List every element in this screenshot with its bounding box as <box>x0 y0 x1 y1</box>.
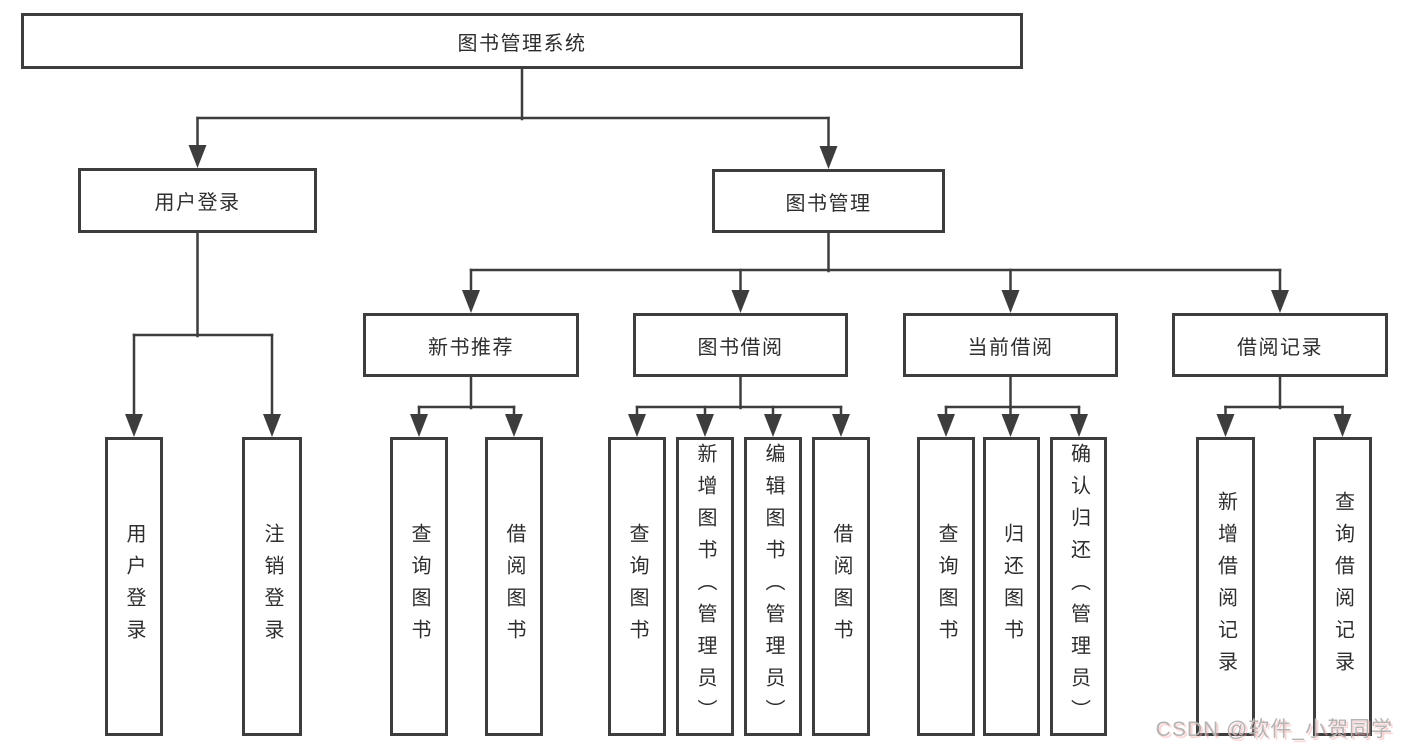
node-label: 用户登录 <box>154 192 241 214</box>
leaf-borrow-book-borrowing: 借阅图书 <box>812 437 870 736</box>
connector-group-borrowing-records <box>1216 375 1352 437</box>
leaf-query-book-current: 查询图书 <box>917 437 975 736</box>
leaf-label: 查询图书 <box>408 522 430 651</box>
leaf-label: 查询图书 <box>935 522 957 651</box>
connector-group-user-login <box>125 231 281 437</box>
leaf-label: 新增图书（管理员） <box>694 442 716 731</box>
node-book-management: 图书管理 <box>712 169 945 233</box>
connector-group-root <box>188 67 838 169</box>
node-label: 图书管理系统 <box>457 32 587 55</box>
leaf-label: 用户登录 <box>123 522 145 651</box>
leaf-label: 查询图书 <box>626 522 648 651</box>
leaf-query-borrow-record: 查询借阅记录 <box>1313 437 1372 736</box>
leaf-label: 注销登录 <box>261 522 283 651</box>
leaf-label: 借阅图书 <box>503 522 525 651</box>
leaf-label: 查询借阅记录 <box>1331 490 1354 683</box>
node-new-book-recommend: 新书推荐 <box>363 313 579 377</box>
leaf-add-book-admin: 新增图书（管理员） <box>676 437 734 736</box>
csdn-watermark: CSDN @软件_小贺同学 <box>1155 718 1393 741</box>
node-book-borrowing: 图书借阅 <box>633 313 848 377</box>
leaf-label: 借阅图书 <box>830 522 852 651</box>
node-label: 当前借阅 <box>967 336 1054 359</box>
leaf-label: 新增借阅记录 <box>1214 490 1237 683</box>
connector-group-current-borrowing <box>937 375 1088 437</box>
leaf-label: 归还图书 <box>1000 522 1023 651</box>
leaf-user-login: 用户登录 <box>105 437 163 736</box>
connector-group-new-book-recommend <box>410 375 523 437</box>
node-library-management-system: 图书管理系统 <box>21 13 1023 69</box>
node-current-borrowing: 当前借阅 <box>903 313 1118 377</box>
leaf-query-book-borrowing: 查询图书 <box>608 437 666 736</box>
node-label: 新书推荐 <box>428 336 514 359</box>
connector-group-book-management <box>462 231 1289 313</box>
node-borrowing-records: 借阅记录 <box>1172 313 1388 377</box>
leaf-label: 编辑图书（管理员） <box>762 442 784 731</box>
node-label: 图书管理 <box>785 192 872 215</box>
leaf-label: 确认归还（管理员） <box>1067 442 1090 731</box>
leaf-add-borrow-record: 新增借阅记录 <box>1196 437 1255 736</box>
node-user-login: 用户登录 <box>78 168 317 233</box>
leaf-borrow-book-recommend: 借阅图书 <box>485 437 543 736</box>
node-label: 图书借阅 <box>697 336 784 359</box>
node-label: 借阅记录 <box>1237 336 1323 359</box>
leaf-edit-book-admin: 编辑图书（管理员） <box>744 437 802 736</box>
leaf-return-book: 归还图书 <box>983 437 1040 736</box>
leaf-query-book-recommend: 查询图书 <box>390 437 448 736</box>
connector-group-book-borrowing <box>628 375 850 437</box>
leaf-logout-login: 注销登录 <box>242 437 302 736</box>
leaf-confirm-return-admin: 确认归还（管理员） <box>1050 437 1107 736</box>
